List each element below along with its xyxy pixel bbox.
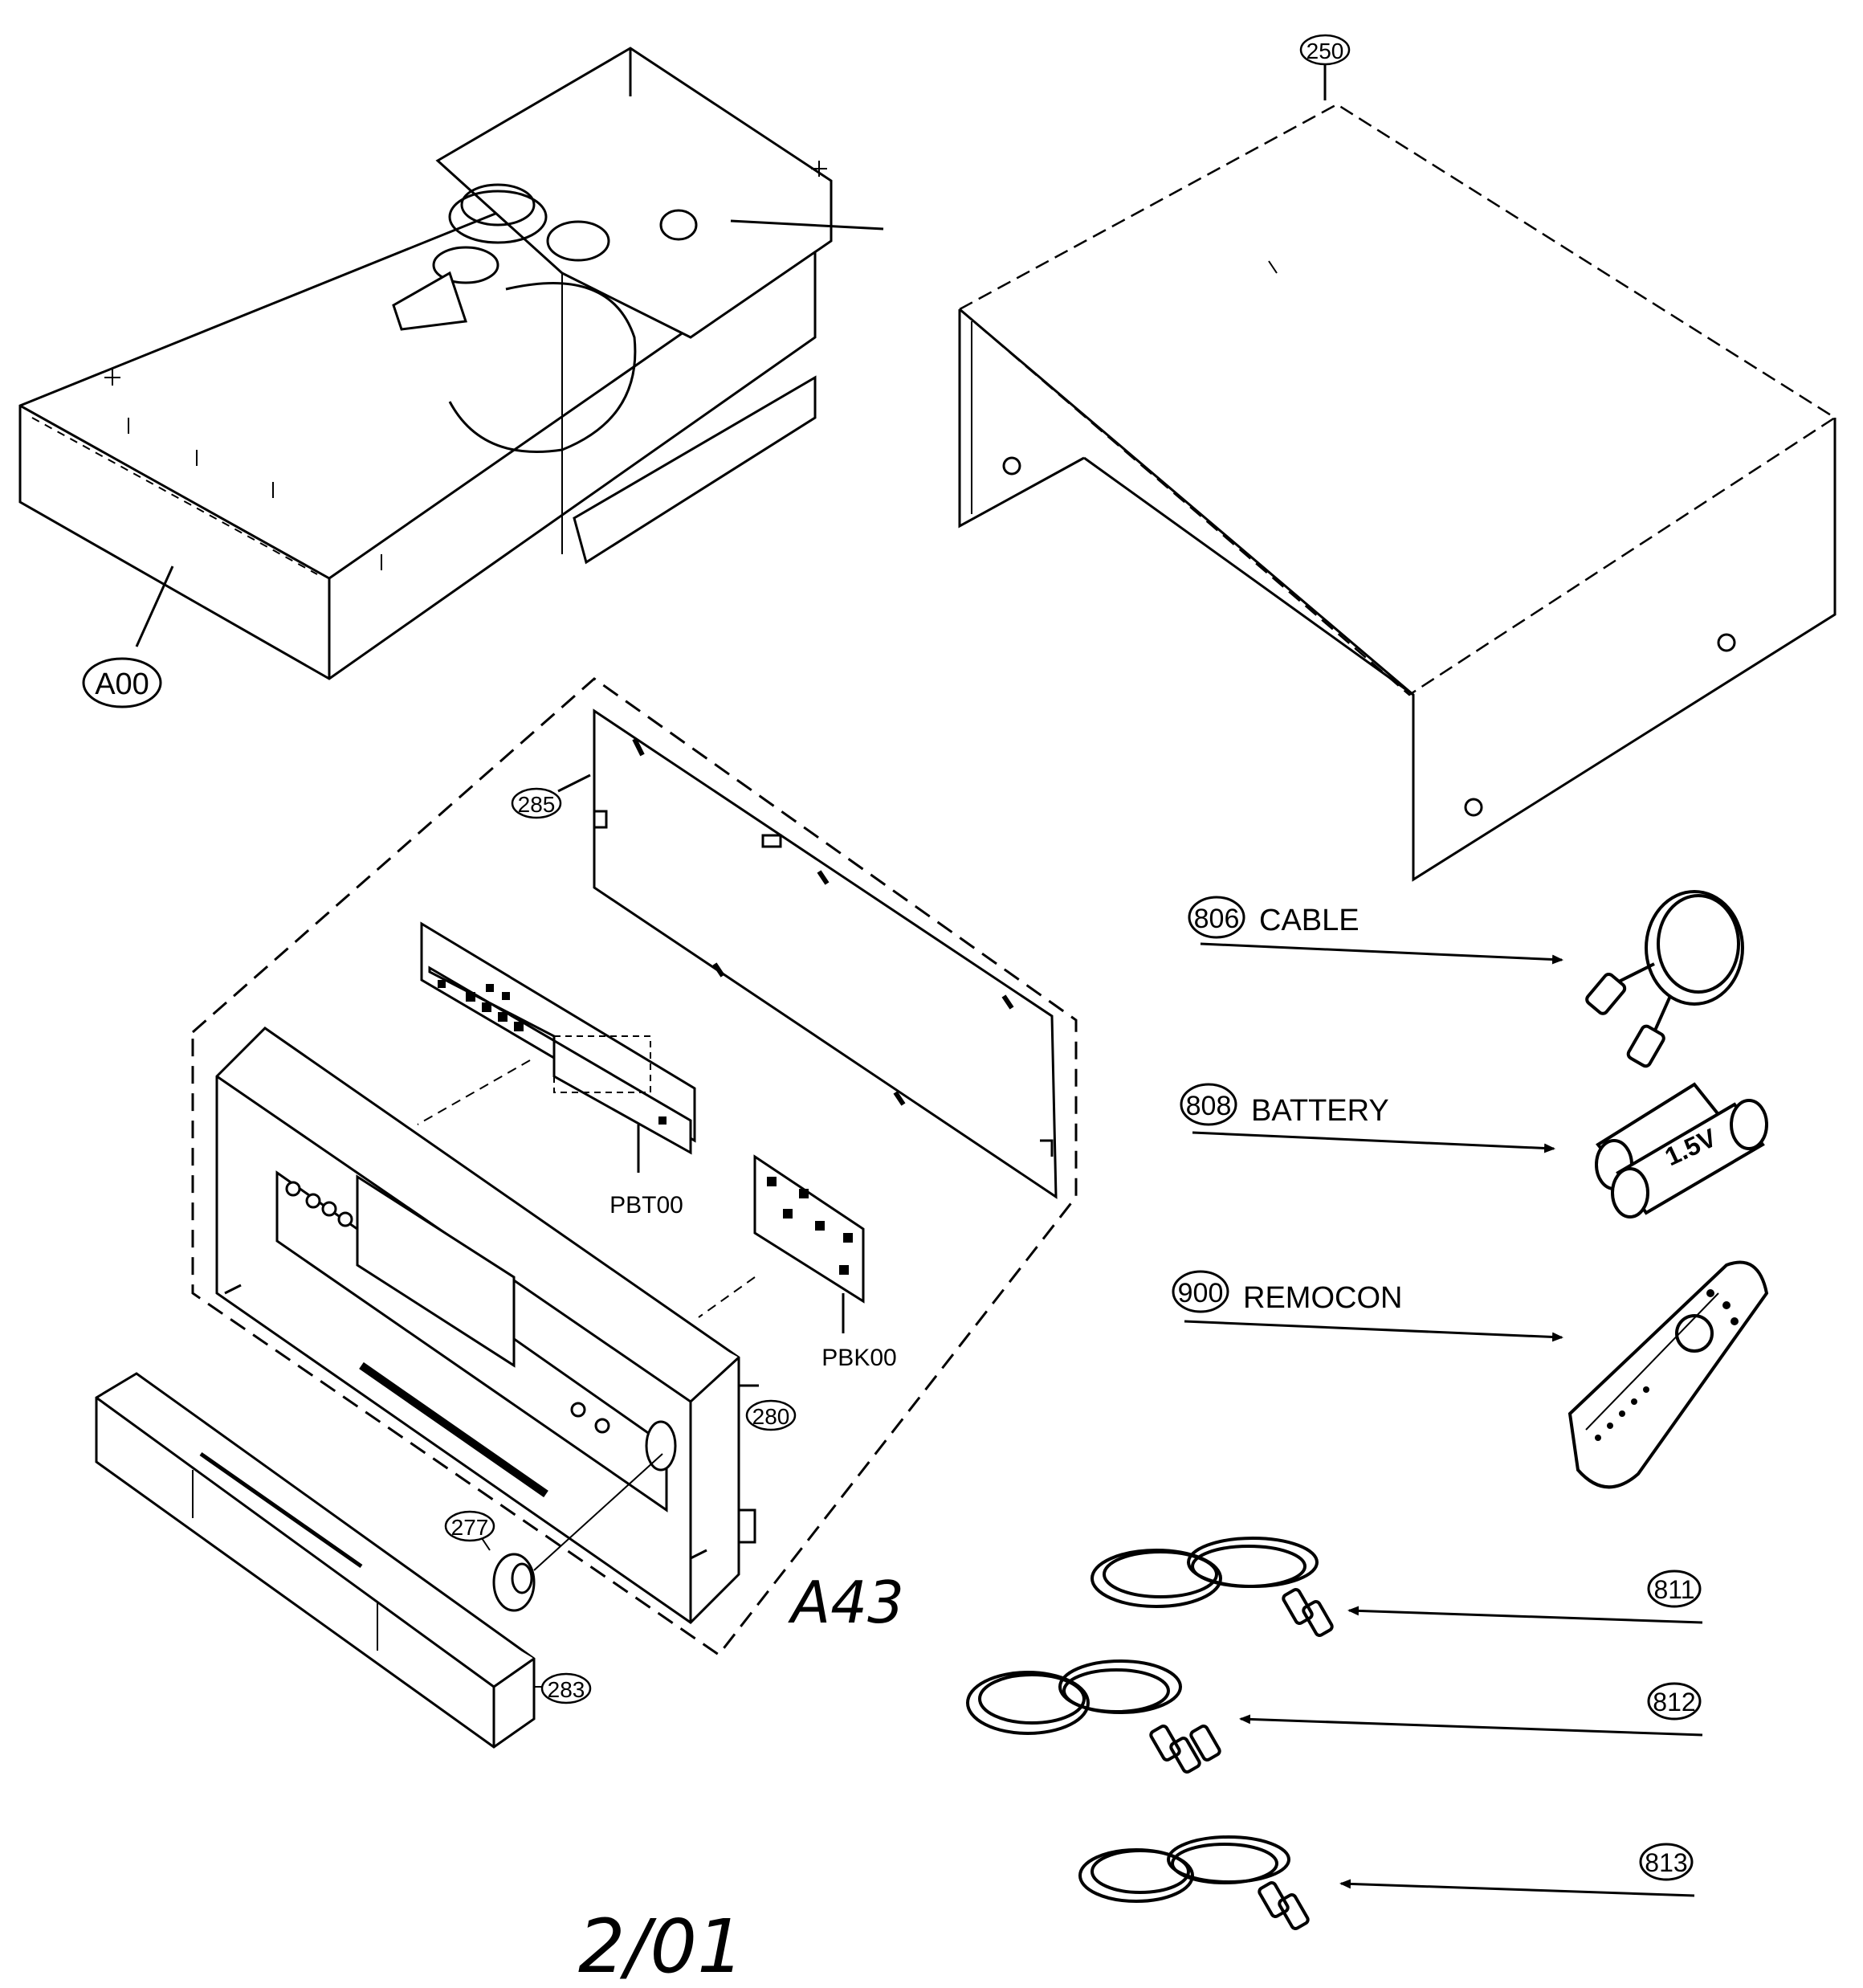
callout-a00: A00 [82,657,162,708]
callout-285-label: 285 [518,792,556,817]
accessory-808-number: 808 [1186,1091,1232,1121]
callout-280: 280 [745,1399,797,1431]
knob [481,1453,663,1612]
av-cable-811-icon [1090,1537,1334,1637]
accessory-808: 808 BATTERY 1.5V [1180,1082,1768,1219]
footer-date: 2/01 [578,1904,744,1988]
av-cable-812-icon [966,1659,1221,1774]
callout-813-label: 813 [1645,1848,1687,1877]
front-panel [215,1027,759,1624]
assembly-lines [417,1059,756,1318]
main-chassis-assembly [18,47,884,680]
callout-812-label: 812 [1653,1688,1695,1717]
callout-277: 277 [444,1510,495,1542]
accessory-812: 812 [966,1659,1703,1774]
board-pbt00 [420,921,696,1173]
callout-811-label: 811 [1653,1575,1694,1604]
callout-285: 285 [511,787,562,819]
board-pbt00-label: PBT00 [609,1192,683,1219]
callout-280-label: 280 [752,1404,790,1429]
accessory-900: 900 REMOCON [1172,1260,1769,1489]
rear-board [557,708,1058,1199]
callout-250-label: 250 [1307,39,1344,63]
board-pbk00-label: PBK00 [821,1345,896,1371]
battery-icon [1595,1082,1768,1219]
callout-283: 283 [540,1672,592,1704]
front-assembly-group-outline [191,677,1078,1657]
accessory-900-number: 900 [1178,1278,1224,1308]
accessory-806-name: CABLE [1259,904,1360,937]
accessory-811: 811 [1090,1537,1703,1637]
door-panel [95,1372,550,1749]
accessory-813: 813 [1078,1835,1695,1930]
av-cable-813-icon [1078,1835,1310,1930]
remote-control-icon [1567,1260,1769,1489]
accessory-806: 806 CABLE [1188,890,1744,1068]
callout-277-label: 277 [451,1515,489,1540]
accessory-806-number: 806 [1194,904,1240,934]
accessory-808-name: BATTERY [1251,1094,1389,1128]
top-cover-assembly [957,56,1837,882]
assembly-group-label: A43 [788,1569,904,1636]
callout-a00-label: A00 [95,667,149,701]
callout-250: 250 [1299,34,1351,66]
accessory-900-name: REMOCON [1243,1281,1402,1315]
board-pbk00 [753,1154,865,1333]
callout-283-label: 283 [548,1677,585,1702]
cable-icon [1585,890,1744,1068]
